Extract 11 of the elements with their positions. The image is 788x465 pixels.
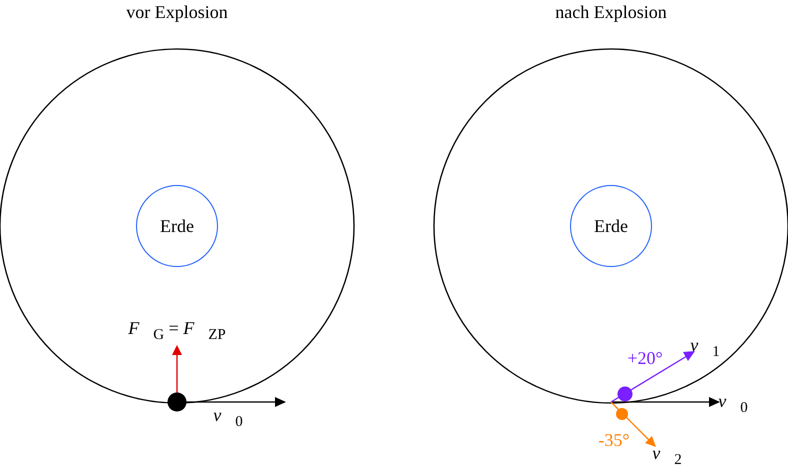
earth-circle: Erde xyxy=(570,185,652,267)
vector-label: v⃗$_{0}$ xyxy=(213,406,243,430)
panel-heading: vor Explosion xyxy=(126,3,228,21)
vector-label: v⃗$_{1}$ xyxy=(690,336,720,360)
angle-label: -35° xyxy=(598,431,630,449)
angle-label: +20° xyxy=(627,349,663,367)
panel-heading: nach Explosion xyxy=(555,3,667,21)
vector-label: v⃗$_{2}$ xyxy=(652,444,682,465)
earth-circle: Erde xyxy=(136,185,218,267)
vector-label: v⃗$_{0}$ xyxy=(718,392,748,416)
force-label: F⃗$_{G}$ = F⃗$_{ZP}$ xyxy=(128,319,226,343)
